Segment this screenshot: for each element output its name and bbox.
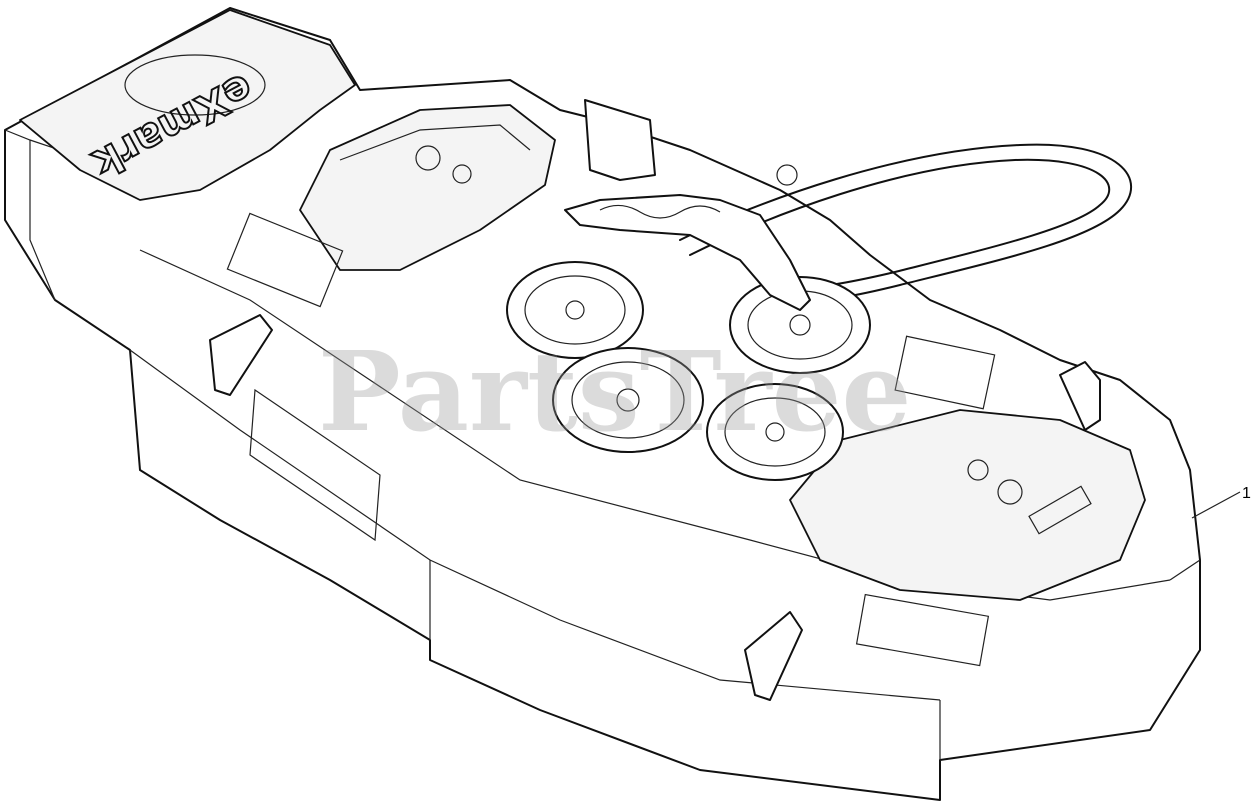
left-housing: eXmark xyxy=(19,9,356,201)
pulleys xyxy=(506,261,871,481)
brackets xyxy=(209,314,1101,701)
pulley-left xyxy=(506,261,644,359)
pulley-right xyxy=(706,383,844,481)
watermark: PartsTree xyxy=(318,327,912,456)
side-model-decal xyxy=(249,388,381,542)
callout-1: 1 xyxy=(1191,485,1251,519)
right-belt-cover xyxy=(789,409,1146,601)
pulley-tension xyxy=(729,276,871,374)
idler-arm xyxy=(564,99,811,311)
pulley-center xyxy=(552,347,704,453)
center-decal xyxy=(894,335,996,410)
drive-belt xyxy=(679,143,1132,303)
safety-decal-right xyxy=(855,593,990,667)
left-belt-cover xyxy=(299,104,556,271)
callout-1-label: 1 xyxy=(1242,485,1251,502)
safety-decal-left xyxy=(226,212,344,308)
